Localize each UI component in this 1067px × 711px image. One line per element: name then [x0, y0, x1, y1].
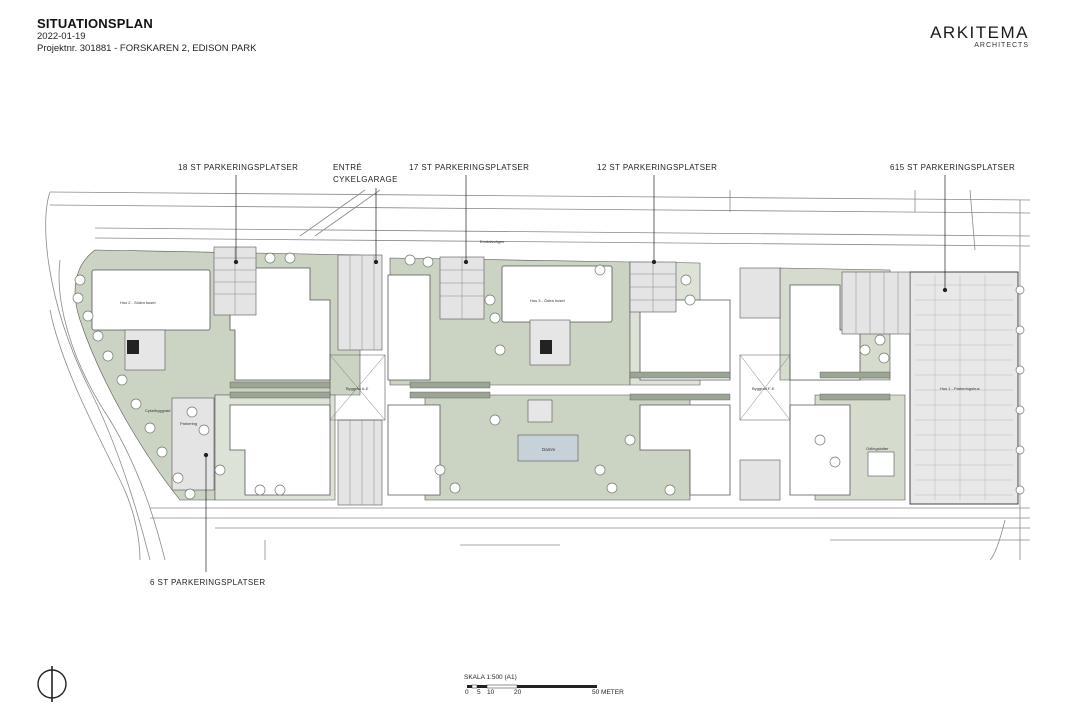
leader-lines: [203, 175, 948, 572]
callout-12-parking: 12 ST PARKERINGSPLATSER: [597, 163, 718, 172]
building-hus3: [501, 265, 613, 323]
hedge-rows: [229, 371, 891, 401]
building-block-b: [387, 274, 431, 381]
label-byggrad-fk: Byggrad F-K: [752, 386, 775, 391]
scale-bar: [467, 684, 597, 689]
building-block-e: [639, 299, 731, 381]
stair-east: [540, 340, 552, 354]
callout-cykelgarage: CYKELGARAGE: [333, 175, 398, 184]
pond: [517, 434, 579, 462]
callout-17-parking: 17 ST PARKERINGSPLATSER: [409, 163, 530, 172]
page-title: SITUATIONSPLAN: [37, 16, 153, 31]
label-odlingslotter: Odlingslotter: [866, 446, 889, 451]
label-street: Emdalsvägen: [480, 239, 504, 244]
parking-stall-lines: [214, 247, 899, 505]
project-number: Projektnr. 301881 - FORSKAREN 2, EDISON …: [37, 43, 257, 54]
scale-tick-20: 20: [514, 689, 522, 696]
label-byggrad-ae: Byggrad A-E: [346, 386, 369, 391]
building-block-d: [387, 404, 441, 496]
logo-sub-text: ARCHITECTS: [974, 42, 1029, 49]
building-block-h: [789, 404, 851, 496]
callout-6-parking: 6 ST PARKERINGSPLATSER: [150, 578, 266, 587]
scale-tick-10: 10: [487, 689, 495, 696]
scale-tick-0: 0: [465, 689, 469, 696]
callout-18-parking: 18 ST PARKERINGSPLATSER: [178, 163, 299, 172]
play-area: [527, 399, 553, 423]
parking-garage-hus1: Hus 1 - Parkeringshus: [909, 271, 1019, 505]
plan-date: 2022-01-19: [37, 31, 86, 42]
title-block: SITUATIONSPLAN 2022-01-19 Projektnr. 301…: [37, 16, 256, 55]
odlingslotter-plot: [867, 451, 895, 477]
label-hus3: Hus 3 - Östra huset: [530, 298, 566, 303]
label-parkering: Parkering: [180, 421, 197, 426]
parking-mid-north: [739, 267, 781, 319]
bike-parking-south: [337, 419, 383, 506]
bike-parking-north: [337, 254, 383, 351]
parking-east: [841, 271, 911, 335]
scale-tick-5: 5: [477, 689, 481, 696]
plan-text-labels: Emdalsvägen Hus 2 - Södra huset Hus 3 - …: [120, 239, 889, 451]
label-hus2: Hus 2 - Södra huset: [120, 300, 156, 305]
buildings: [91, 265, 861, 496]
scale-tick-50: 50 METER: [592, 689, 624, 696]
courtyard-features: Damm: [124, 319, 895, 477]
callout-615-parking: 615 ST PARKERINGSPLATSER: [890, 163, 1016, 172]
trees: [72, 252, 1025, 500]
callout-entre: ENTRÉ: [333, 163, 363, 172]
stair-west: [127, 340, 139, 354]
parking-mid-south: [739, 459, 781, 501]
building-block-c: [229, 404, 331, 496]
north-arrow: [37, 666, 67, 702]
label-cykelbyggnad: Cykelbyggnad: [145, 408, 170, 413]
road-lines: [45, 189, 1031, 561]
building-block-f: [639, 404, 731, 496]
arkitema-logo: ARKITEMA ARCHITECTS: [930, 23, 1029, 50]
scale-label: SKALA 1:500 (A1): [464, 674, 517, 681]
logo-main-text: ARKITEMA: [930, 23, 1029, 42]
label-hus1: Hus 1 - Parkeringshus: [940, 386, 980, 391]
label-damm: Damm: [542, 447, 556, 452]
scale-block: SKALA 1:500 (A1): [464, 674, 517, 683]
